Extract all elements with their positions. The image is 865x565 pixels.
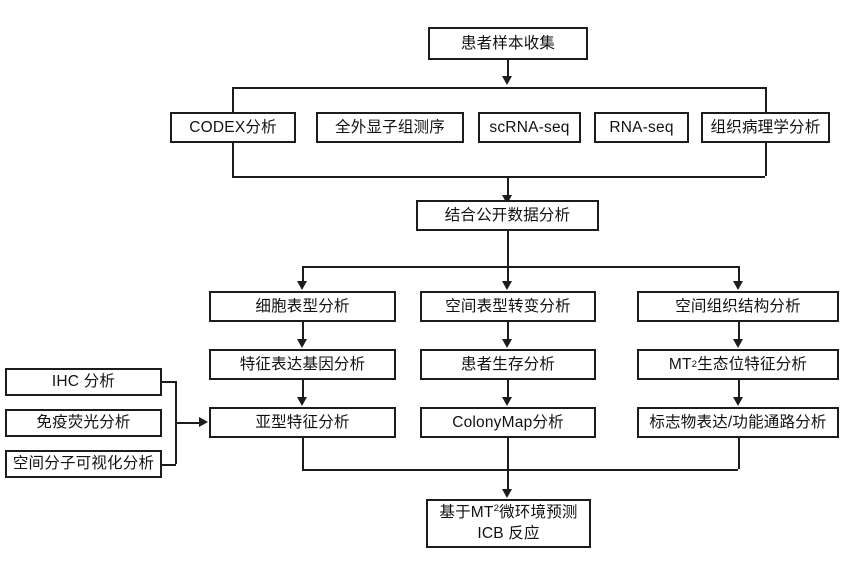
node-marker-expression-pathway-analysis[interactable]: 标志物表达/功能通路分析 [637, 407, 839, 438]
arrowhead-split-to-column1 [297, 281, 307, 290]
arrowhead-merge-to-public-data [502, 195, 512, 204]
connector-bracket-to-subtype [175, 422, 201, 424]
arrowhead-bottom-merge-to-outcome [502, 489, 512, 498]
connector-ihc-to-bracket [162, 381, 176, 383]
connector-split-to-column2 [507, 266, 509, 283]
connector-sample-to-bus [507, 60, 509, 78]
node-patient-survival-analysis[interactable]: 患者生存分析 [420, 349, 596, 380]
node-assay-codex[interactable]: CODEX分析 [170, 112, 296, 143]
node-colonymap-analysis[interactable]: ColonyMap分析 [420, 407, 596, 438]
arrowhead-col3-row2-to-row3 [733, 397, 743, 406]
mt2-niche-label-suffix: 生态位特征分析 [697, 355, 808, 373]
node-cell-phenotype-analysis[interactable]: 细胞表型分析 [209, 291, 396, 322]
connector-histopathology-to-merge [765, 143, 767, 176]
connector-split-to-column1 [302, 266, 304, 283]
node-assay-wes[interactable]: 全外显子组测序 [316, 112, 464, 143]
outcome-line1-suffix: 微环境预测 [499, 503, 578, 521]
arrowhead-col2-row1-to-row2 [502, 339, 512, 348]
connector-bus-to-histopathology [765, 87, 767, 112]
outcome-line1-prefix: 基于MT [439, 503, 494, 521]
connector-col1-row2-to-row3 [302, 380, 304, 399]
arrowhead-split-to-column2 [502, 281, 512, 290]
node-method-spatial-molecular-visualization[interactable]: 空间分子可视化分析 [5, 450, 162, 478]
node-subtype-feature-analysis[interactable]: 亚型特征分析 [209, 407, 396, 438]
connector-col1-to-bottom-merge [302, 438, 304, 469]
connector-merge-to-public-data [507, 176, 509, 197]
arrowhead-col1-row2-to-row3 [297, 397, 307, 406]
node-spatial-tissue-structure-analysis[interactable]: 空间组织结构分析 [637, 291, 839, 322]
arrowhead-col1-row1-to-row2 [297, 339, 307, 348]
connector-col2-row1-to-row2 [507, 322, 509, 341]
node-method-immunofluorescence[interactable]: 免疫荧光分析 [5, 409, 162, 437]
mt2-niche-label-prefix: MT [668, 355, 692, 373]
bus-bottom-merge [302, 469, 738, 471]
node-assay-scrna-seq[interactable]: scRNA-seq [478, 112, 581, 143]
connector-split-to-column3 [738, 266, 740, 283]
bus-assays-merge [232, 176, 765, 178]
bus-assays-horizontal [232, 87, 765, 89]
outcome-line-2: ICB 反应 [477, 524, 540, 542]
node-assay-rna-seq[interactable]: RNA-seq [594, 112, 689, 143]
arrowhead-bracket-to-subtype [199, 417, 208, 427]
connector-col2-to-bottom-merge [507, 438, 509, 469]
connector-bus-to-codex [232, 87, 234, 112]
outcome-line-1: 基于MT2微环境预测 [439, 503, 577, 524]
connector-spatial-vis-to-bracket [162, 464, 176, 466]
node-assay-histopathology[interactable]: 组织病理学分析 [701, 112, 830, 143]
node-spatial-phenotype-transition-analysis[interactable]: 空间表型转变分析 [420, 291, 596, 322]
node-public-data-analysis[interactable]: 结合公开数据分析 [416, 200, 599, 231]
connector-col1-row1-to-row2 [302, 322, 304, 341]
connector-public-data-to-split [507, 231, 509, 266]
node-signature-gene-analysis[interactable]: 特征表达基因分析 [209, 349, 396, 380]
node-sample-collection[interactable]: 患者样本收集 [428, 27, 588, 60]
arrowhead-col3-row1-to-row2 [733, 339, 743, 348]
arrowhead-split-to-column3 [733, 281, 743, 290]
connector-col3-to-bottom-merge [738, 438, 740, 469]
connector-bottom-merge-to-outcome [507, 469, 509, 491]
connector-col2-row2-to-row3 [507, 380, 509, 399]
connector-col3-row1-to-row2 [738, 322, 740, 341]
node-method-ihc[interactable]: IHC 分析 [5, 368, 162, 396]
arrowhead-col2-row2-to-row3 [502, 397, 512, 406]
node-icb-response-prediction[interactable]: 基于MT2微环境预测 ICB 反应 [426, 499, 591, 548]
outcome-line1-superscript: 2 [493, 502, 500, 514]
arrowhead-sample-to-bus [502, 76, 512, 85]
connector-codex-to-merge [232, 143, 234, 176]
connector-col3-row2-to-row3 [738, 380, 740, 399]
bus-columns-split [302, 266, 738, 268]
